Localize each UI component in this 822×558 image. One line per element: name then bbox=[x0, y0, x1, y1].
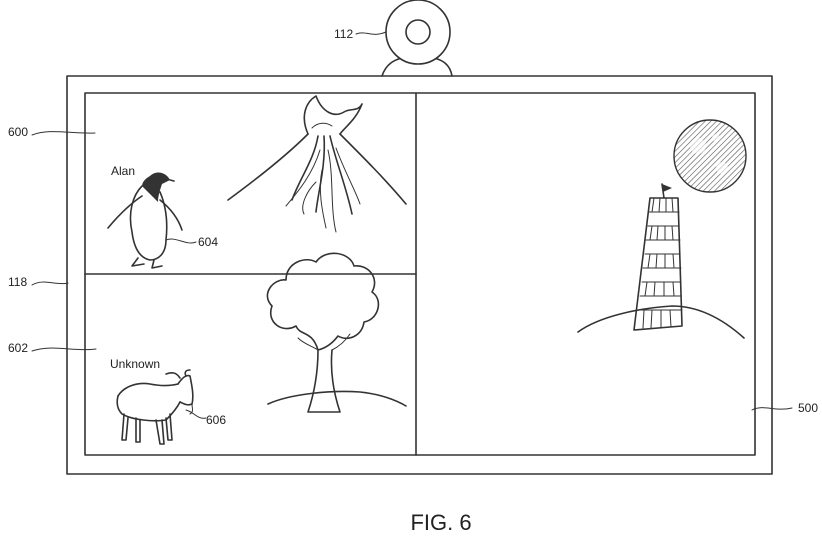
ref-first-pane: 600 bbox=[8, 125, 96, 139]
tree-icon bbox=[266, 252, 407, 413]
camera-icon bbox=[381, 0, 453, 77]
display-frame bbox=[66, 75, 773, 475]
volcano-icon bbox=[227, 95, 407, 233]
ref-camera: 112 bbox=[334, 27, 387, 41]
ref-main-pane: 500 bbox=[751, 401, 818, 415]
svg-text:604: 604 bbox=[198, 235, 218, 249]
second-pane-label: Unknown bbox=[110, 357, 160, 371]
ref-penguin: 604 bbox=[165, 235, 218, 249]
goat-icon bbox=[116, 369, 194, 445]
first-pane-label: Alan bbox=[111, 164, 135, 178]
svg-text:602: 602 bbox=[8, 341, 28, 355]
moon-icon bbox=[673, 119, 747, 193]
svg-text:112: 112 bbox=[334, 27, 353, 41]
svg-text:118: 118 bbox=[8, 275, 27, 289]
tower-icon bbox=[577, 183, 745, 339]
svg-text:500: 500 bbox=[798, 401, 818, 415]
ref-second-pane: 602 bbox=[8, 341, 97, 355]
ref-goat: 606 bbox=[185, 409, 226, 427]
svg-text:600: 600 bbox=[8, 125, 28, 139]
svg-text:606: 606 bbox=[206, 413, 226, 427]
penguin-icon bbox=[107, 172, 183, 269]
figure-caption: FIG. 6 bbox=[410, 510, 471, 535]
ref-display: 118 bbox=[8, 275, 69, 289]
